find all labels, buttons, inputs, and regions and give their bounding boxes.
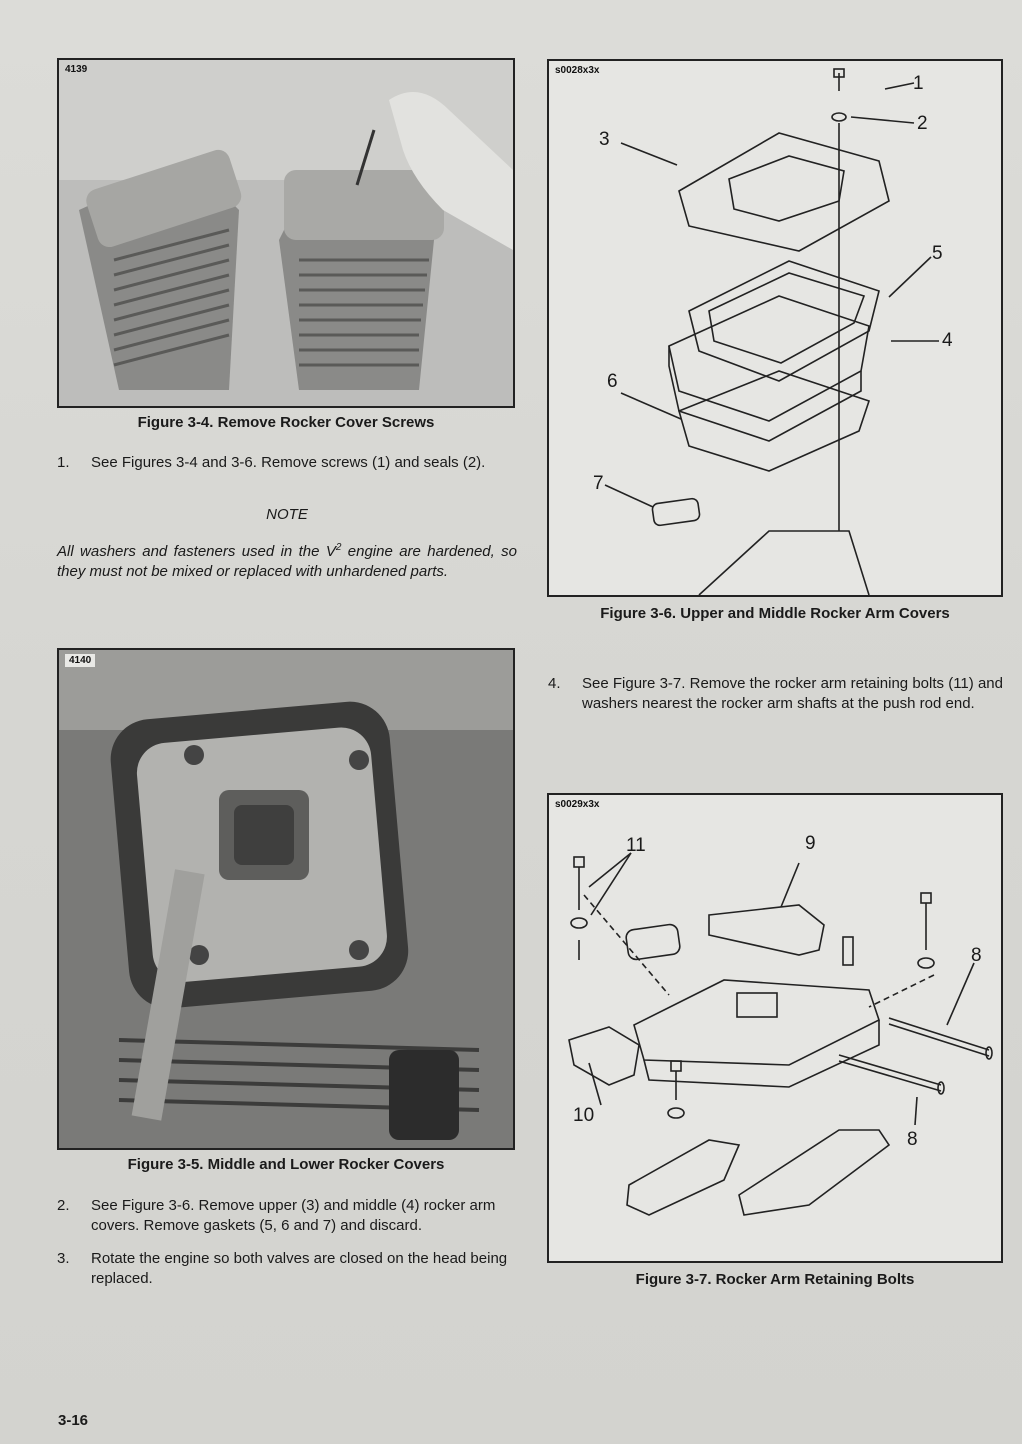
page-number: 3-16: [58, 1412, 89, 1429]
figure-3-7-diagram: s0029x3x: [547, 793, 1003, 1263]
figure-3-6-tag: s0028x3x: [555, 65, 600, 76]
step-2: 2. See Figure 3-6. Remove upper (3) and …: [57, 1196, 517, 1238]
callout-8-lower: 8: [907, 1129, 918, 1150]
figure-3-4-caption: Figure 3-4. Remove Rocker Cover Screws: [137, 414, 435, 431]
figure-3-5-caption: Figure 3-5. Middle and Lower Rocker Cove…: [127, 1156, 445, 1173]
figure-3-6-diagram: s0028x3x: [547, 59, 1003, 597]
figure-3-4-tag: 4139: [65, 64, 88, 75]
callout-2: 2: [917, 113, 928, 134]
rocker-box-photo-illustration: [59, 650, 513, 1148]
note-title: NOTE: [266, 506, 308, 523]
step-4: 4. See Figure 3-7. Remove the rocker arm…: [548, 674, 1003, 736]
note-body: All washers and fasteners used in the V2…: [57, 538, 517, 582]
step-1-text: See Figures 3-4 and 3-6. Remove screws (…: [91, 454, 486, 471]
callout-3: 3: [599, 129, 610, 150]
step-3-text: Rotate the engine so both valves are clo…: [91, 1250, 508, 1287]
figure-3-7-tag: s0029x3x: [555, 799, 600, 810]
note-body-start: All washers and fasteners used in the V: [57, 543, 336, 560]
callout-1: 1: [913, 73, 924, 94]
step-1-number: 1.: [57, 454, 70, 471]
figure-3-7-caption: Figure 3-7. Rocker Arm Retaining Bolts: [635, 1271, 915, 1288]
engine-v-twin-illustration: [59, 60, 513, 406]
callout-10: 10: [573, 1105, 595, 1126]
callout-5: 5: [932, 243, 943, 264]
note-body-superscript: 2: [335, 542, 342, 553]
exploded-rocker-cover-drawing: [604, 68, 939, 595]
figure-3-6-caption: Figure 3-6. Upper and Middle Rocker Arm …: [600, 605, 950, 622]
step-4-text: See Figure 3-7. Remove the rocker arm re…: [582, 675, 1003, 712]
step-2-text: See Figure 3-6. Remove upper (3) and mid…: [91, 1197, 496, 1234]
callout-6: 6: [607, 371, 618, 392]
step-3-number: 3.: [57, 1250, 70, 1267]
step-3: 3. Rotate the engine so both valves are …: [57, 1249, 517, 1291]
figure-3-4-photo: 4139: [57, 58, 515, 408]
step-4-number: 4.: [548, 675, 561, 692]
callout-9: 9: [805, 833, 816, 854]
exploded-rocker-arm-drawing: [568, 852, 993, 1216]
note-body-end: engine are hardened, so they must not be…: [57, 543, 518, 580]
callout-11: 11: [626, 835, 646, 856]
callout-8-upper: 8: [971, 945, 982, 966]
figure-3-5-photo: 4140: [57, 648, 515, 1150]
step-2-number: 2.: [57, 1197, 70, 1214]
figure-3-5-tag: 4140: [65, 654, 96, 667]
step-1: 1. See Figures 3-4 and 3-6. Remove screw…: [57, 453, 517, 495]
callout-4: 4: [942, 330, 953, 351]
callout-7: 7: [593, 473, 604, 494]
